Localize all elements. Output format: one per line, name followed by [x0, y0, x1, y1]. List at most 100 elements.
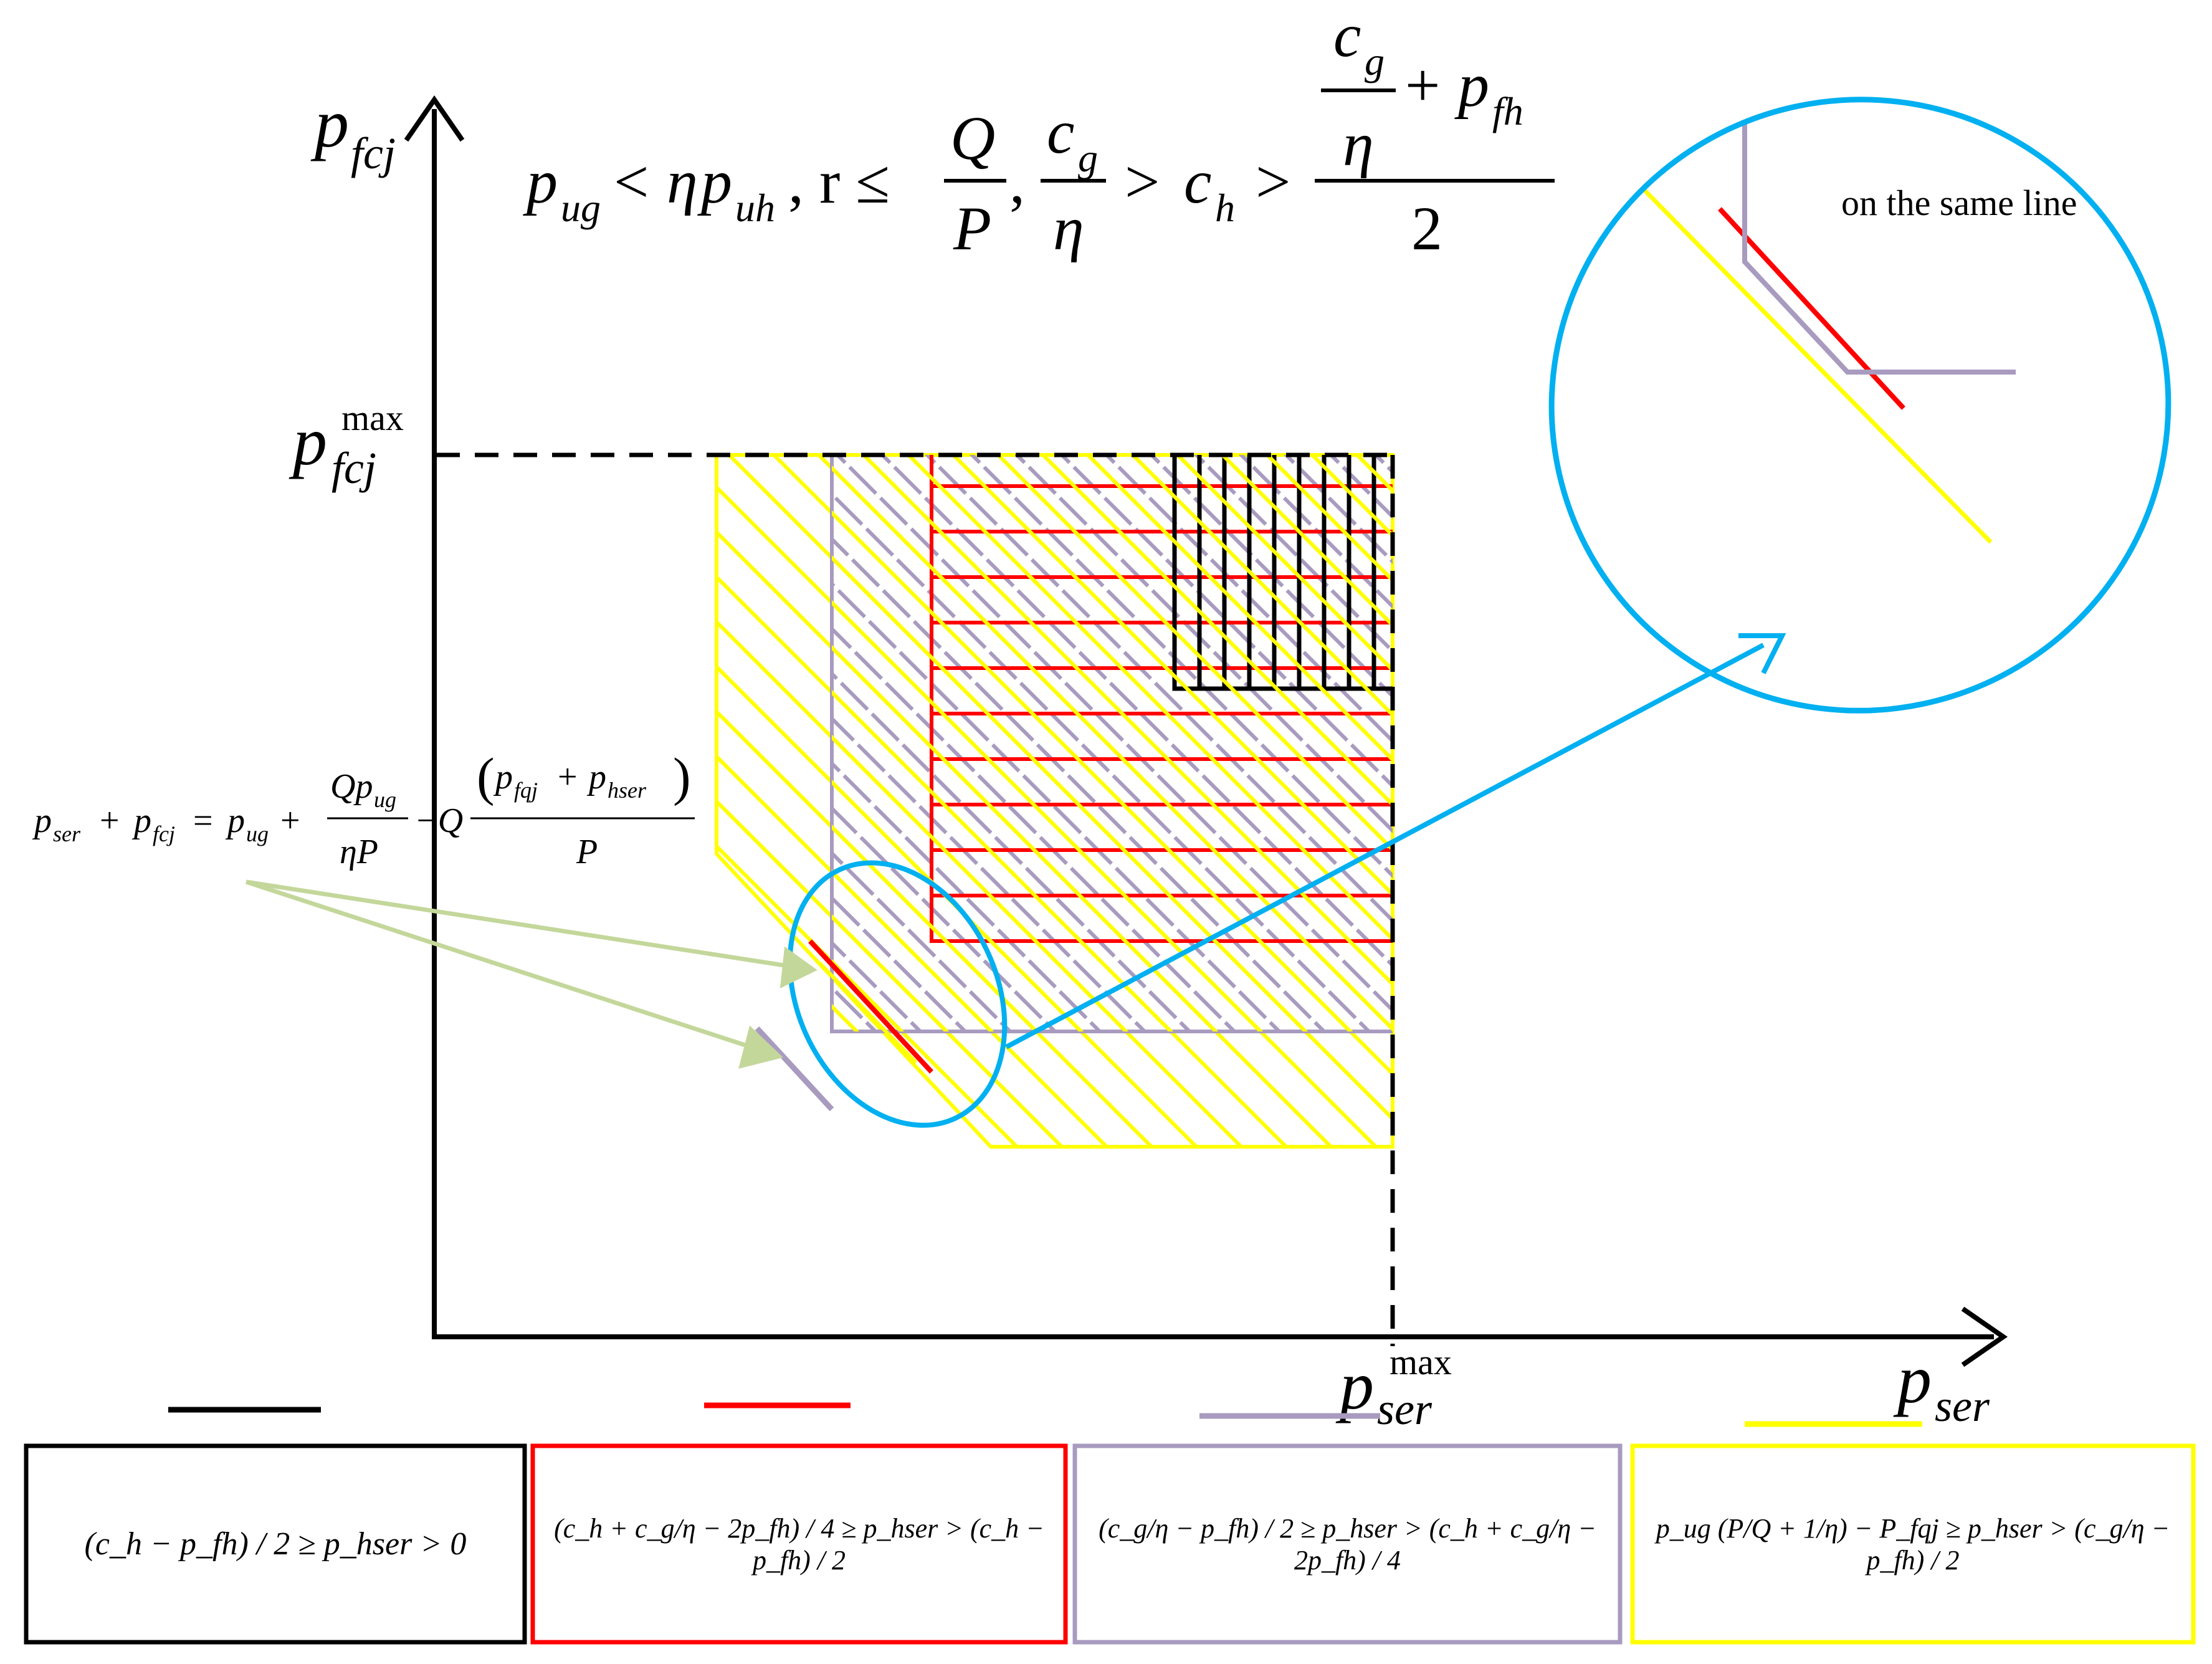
legend-box-red: [530, 1443, 1068, 1645]
svg-text:P: P: [576, 833, 598, 871]
yellow-hatch-line: [0, 436, 685, 1309]
yellow-hatch-line: [1381, 455, 1393, 1147]
svg-text:fqj: fqj: [514, 778, 538, 803]
yellow-hatch-line: [1067, 455, 1393, 1031]
svg-text:uh: uh: [735, 186, 775, 230]
svg-text:>: >: [1256, 147, 1290, 216]
arrowhead-icon: [1961, 1306, 2008, 1367]
svg-text:p: p: [288, 403, 327, 479]
yellow-hatch-line: [832, 455, 1001, 1031]
yellow-hatch-line: [1023, 455, 1393, 1031]
purple-hatch-line: [0, 436, 749, 1309]
svg-text:, r ≤: , r ≤: [788, 147, 890, 216]
zoom-source-ellipse: [787, 860, 1008, 1128]
yellow-hatch-line: [0, 436, 820, 1309]
purple-boundary-segment: [755, 1026, 834, 1112]
purple-hatch-line: [832, 455, 1393, 1031]
svg-text:+: +: [558, 758, 578, 796]
svg-text:(: (: [477, 747, 495, 806]
red-region: [930, 455, 1393, 943]
svg-text:+: +: [280, 801, 300, 840]
purple-hatch-line: [1402, 436, 2212, 1309]
yellow-hatch-line: [832, 455, 1091, 1031]
svg-text:fcj: fcj: [351, 128, 396, 178]
svg-text:h: h: [1215, 186, 1235, 230]
svg-text:fcj: fcj: [331, 443, 376, 493]
yellow-hatch-line: [717, 455, 1001, 1147]
yellow-hatch-line: [717, 455, 1181, 1147]
x-max-label: max p ser: [1335, 1342, 1452, 1434]
purple-hatch-line: [832, 455, 1334, 1031]
yellow-hatch-line: [832, 455, 1393, 1031]
black-region: [1172, 455, 1393, 691]
svg-text:c: c: [1333, 1, 1361, 70]
svg-text:max: max: [1390, 1342, 1452, 1382]
purple-hatch-line: [1310, 455, 1393, 1031]
svg-text:p: p: [1335, 1347, 1374, 1423]
svg-text:p: p: [1454, 50, 1489, 120]
svg-text:p: p: [32, 801, 52, 840]
svg-text:p: p: [586, 758, 606, 796]
svg-text:g: g: [1078, 136, 1098, 180]
purple-hatch-line: [1041, 455, 1393, 1031]
purple-hatch-line: [832, 455, 1393, 1031]
svg-text:g: g: [1365, 39, 1385, 84]
yellow-boundary-segment: [818, 961, 918, 1064]
yellow-hatch-line: [717, 455, 912, 1147]
axes: [404, 95, 2008, 1367]
title-condition: p ug < η p uh , r ≤ Q P , c g η > c h > …: [523, 1, 1555, 263]
yellow-hatch-line: [933, 455, 1393, 1031]
yellow-hatch-line: [832, 455, 956, 1031]
zoom-ellipse: [1548, 97, 2171, 714]
yellow-hatch-line: [1428, 436, 2212, 1309]
svg-text:,: ,: [1009, 147, 1025, 216]
yellow-hatch-line: [832, 455, 1315, 1031]
svg-text:ser: ser: [1377, 1384, 1433, 1434]
svg-text:p: p: [697, 147, 732, 216]
purple-hatch-line: [1266, 455, 1393, 1031]
purple-hatch-line: [0, 436, 794, 1309]
yellow-hatch-line: [717, 455, 956, 1147]
svg-text:ug: ug: [561, 186, 601, 230]
svg-text:Qp: Qp: [330, 767, 373, 806]
svg-text:−Q: −Q: [414, 801, 463, 840]
svg-text:p: p: [1893, 1341, 1932, 1417]
svg-text:): ): [673, 747, 691, 806]
yellow-hatch-line: [832, 455, 1393, 1031]
yellow-hatch-line: [1292, 455, 1393, 1031]
legend-text-yellow: p_ug (P/Q + 1/η) − P_fqj ≥ p_hser > (c_g…: [1656, 1513, 2170, 1576]
svg-text:p: p: [493, 758, 513, 796]
svg-text:ηP: ηP: [340, 833, 378, 871]
svg-text:+: +: [1405, 50, 1440, 120]
y-axis-label: p fcj: [310, 85, 396, 178]
yellow-hatch-line: [717, 455, 1091, 1147]
purple-region: [0, 436, 2212, 1309]
purple-hatch-line: [0, 436, 704, 1309]
purple-hatch-line: [862, 455, 1393, 1031]
svg-text:p: p: [523, 147, 558, 216]
purple-hatch-line: [1355, 455, 1393, 1031]
svg-text:<: <: [614, 147, 649, 216]
purple-hatch-line: [832, 455, 1393, 1031]
legend-text-red: (c_h + c_g/η − 2p_fh) / 4 ≥ p_hser > (c_…: [554, 1513, 1044, 1576]
svg-text:p: p: [131, 801, 151, 840]
yellow-hatch-line: [843, 455, 1393, 1031]
svg-text:>: >: [1125, 147, 1160, 216]
svg-text:fcj: fcj: [153, 821, 175, 846]
x-axis-label: p ser: [1893, 1341, 1990, 1431]
purple-hatch-line: [832, 455, 1393, 1031]
svg-text:c: c: [1184, 147, 1211, 216]
yellow-hatch-line: [1428, 436, 2212, 1309]
yellow-hatch-line: [717, 455, 822, 1147]
svg-text:2: 2: [1411, 194, 1442, 263]
arrowhead-icon: [404, 95, 465, 142]
svg-text:η: η: [667, 147, 698, 216]
legend-box-black: [24, 1443, 527, 1645]
svg-text:ug: ug: [374, 787, 396, 812]
purple-hatch-line: [996, 455, 1393, 1031]
yellow-hatch-line: [832, 455, 1360, 1031]
yellow-hatch-line: [717, 455, 777, 1147]
zoom-arrow: [1005, 633, 1786, 1050]
yellow-hatch-line: [0, 436, 730, 1309]
